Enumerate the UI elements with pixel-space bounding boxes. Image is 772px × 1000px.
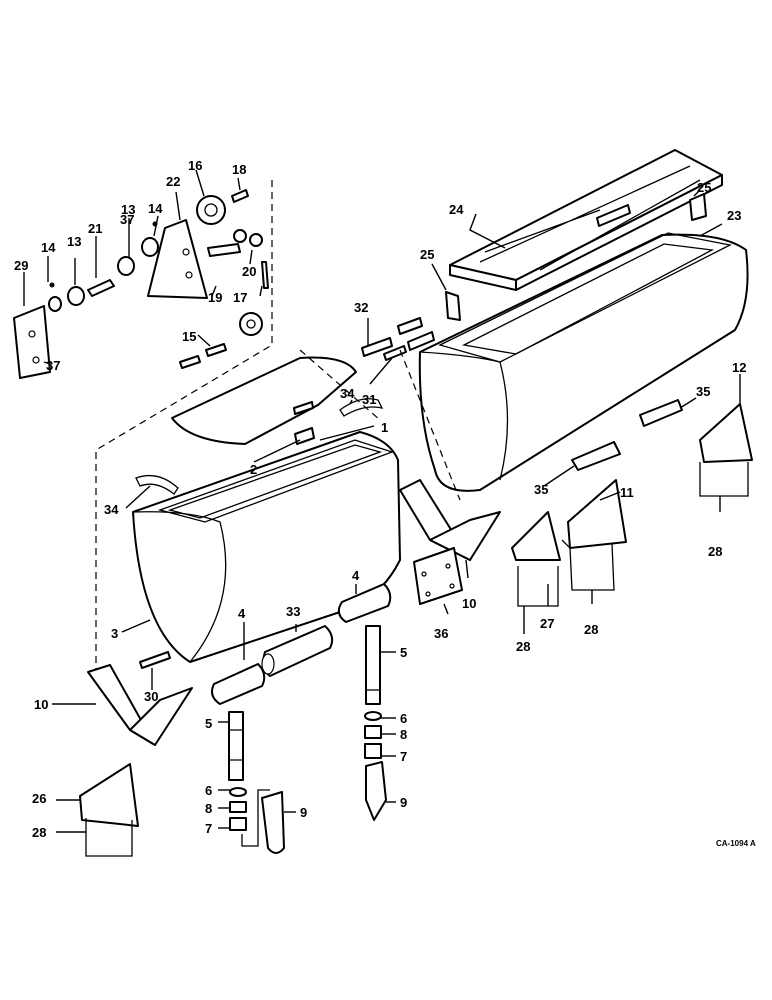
callout-18: 18 bbox=[232, 162, 246, 177]
callout-26: 26 bbox=[32, 791, 46, 806]
callout-21: 21 bbox=[88, 221, 102, 236]
callout-33: 33 bbox=[286, 604, 300, 619]
callout-2: 2 bbox=[250, 462, 257, 477]
callout-8-left: 8 bbox=[205, 801, 212, 816]
plate-35-upper bbox=[639, 399, 683, 427]
u-bolt-28-right bbox=[517, 566, 559, 607]
callout-10-left: 10 bbox=[34, 697, 48, 712]
plate-35-lower bbox=[571, 441, 621, 471]
sprocket-17 bbox=[239, 312, 263, 336]
callout-20: 20 bbox=[242, 264, 256, 279]
callout-1: 1 bbox=[381, 420, 388, 435]
callout-27: 27 bbox=[540, 616, 554, 631]
lid-24 bbox=[449, 149, 723, 291]
callout-7-left: 7 bbox=[205, 821, 212, 836]
sprocket-bracket-22 bbox=[147, 219, 208, 299]
clip-25-left bbox=[445, 291, 461, 321]
callout-35-upper: 35 bbox=[696, 384, 710, 399]
clip-25-right bbox=[689, 193, 707, 221]
tube-33 bbox=[261, 625, 334, 677]
u-bolt-28-left bbox=[85, 818, 133, 857]
bracket-27 bbox=[511, 511, 561, 561]
callout-34-upper: 34 bbox=[340, 386, 355, 401]
leader-lines bbox=[23, 169, 741, 833]
spout-tube-5-left bbox=[228, 711, 244, 781]
callout-3: 3 bbox=[111, 626, 118, 641]
shaft-31 bbox=[383, 331, 435, 361]
callout-30: 30 bbox=[144, 689, 158, 704]
callout-22: 22 bbox=[166, 174, 180, 189]
ring-parts-6-7-8 bbox=[229, 711, 382, 831]
callout-23: 23 bbox=[727, 208, 741, 223]
callout-6-left: 6 bbox=[205, 783, 212, 798]
plate-36 bbox=[413, 547, 463, 605]
bracket-12 bbox=[699, 403, 753, 497]
callout-14-upper: 14 bbox=[148, 201, 163, 216]
callout-28-right: 28 bbox=[708, 544, 722, 559]
callout-5-right: 5 bbox=[400, 645, 407, 660]
strap-34-upper bbox=[339, 398, 384, 417]
callout-35-lower: 35 bbox=[534, 482, 548, 497]
callout-9-left: 9 bbox=[300, 805, 307, 820]
spout-tube-5-right bbox=[365, 625, 381, 705]
callout-9-right: 9 bbox=[400, 795, 407, 810]
bracket-26 bbox=[79, 763, 139, 827]
callout-8-right: 8 bbox=[400, 727, 407, 742]
hopper-23 bbox=[418, 232, 749, 492]
callout-34-lower: 34 bbox=[104, 502, 119, 517]
boot-9-right bbox=[365, 761, 387, 821]
callout-4-left: 4 bbox=[238, 606, 246, 621]
spout-head-4-right bbox=[337, 583, 392, 623]
bearing-nut-left bbox=[48, 282, 85, 312]
callout-6-right: 6 bbox=[400, 711, 407, 726]
callout-19: 19 bbox=[208, 290, 222, 305]
callout-28-middle: 28 bbox=[584, 622, 598, 637]
callout-25-upper: 25 bbox=[697, 180, 711, 195]
callout-13-upper: 13 bbox=[121, 202, 135, 217]
shaft-32 bbox=[361, 317, 423, 357]
sprocket-16 bbox=[196, 195, 241, 257]
callout-36: 36 bbox=[434, 626, 448, 641]
callout-7-right: 7 bbox=[400, 749, 407, 764]
spout-head-4-left bbox=[211, 663, 266, 705]
callout-15: 15 bbox=[182, 329, 196, 344]
callout-31: 31 bbox=[362, 392, 376, 407]
end-plate-29 bbox=[13, 305, 51, 379]
hopper-3 bbox=[132, 427, 401, 663]
callout-32: 32 bbox=[354, 300, 368, 315]
bracket-11 bbox=[561, 479, 627, 591]
callout-16: 16 bbox=[188, 158, 202, 173]
pin-18 bbox=[231, 189, 249, 203]
callout-37-lower: 37 bbox=[46, 358, 60, 373]
callout-5-left: 5 bbox=[205, 716, 212, 731]
callout-28-bottom: 28 bbox=[32, 825, 46, 840]
lid-1 bbox=[171, 356, 357, 445]
bracket-10-left bbox=[87, 664, 193, 746]
callout-17: 17 bbox=[233, 290, 247, 305]
bracket-10-right bbox=[399, 479, 501, 561]
idler-20 bbox=[233, 229, 269, 289]
assembly-lines bbox=[95, 180, 461, 680]
pin-30 bbox=[139, 651, 171, 669]
hose-9-left bbox=[241, 789, 285, 854]
strap-34-lower bbox=[135, 474, 179, 495]
callout-14-lower: 14 bbox=[41, 240, 56, 255]
pin-15 bbox=[179, 343, 227, 369]
callout-13-lower: 13 bbox=[67, 234, 81, 249]
callout-28-left: 28 bbox=[516, 639, 530, 654]
drawing-code: CA-1094 A bbox=[716, 839, 756, 848]
callout-4-right: 4 bbox=[352, 568, 360, 583]
shaft-21 bbox=[87, 221, 159, 297]
callout-25-lower: 25 bbox=[420, 247, 434, 262]
callout-24: 24 bbox=[449, 202, 464, 217]
callout-10-right: 10 bbox=[462, 596, 476, 611]
callout-11: 11 bbox=[620, 485, 634, 500]
callout-29: 29 bbox=[14, 258, 28, 273]
callout-37-upper: 37 bbox=[120, 212, 134, 227]
callout-labels: 1 2 3 4 4 5 5 6 6 7 7 8 8 9 9 10 10 11 1… bbox=[14, 158, 756, 848]
callout-12: 12 bbox=[732, 360, 746, 375]
